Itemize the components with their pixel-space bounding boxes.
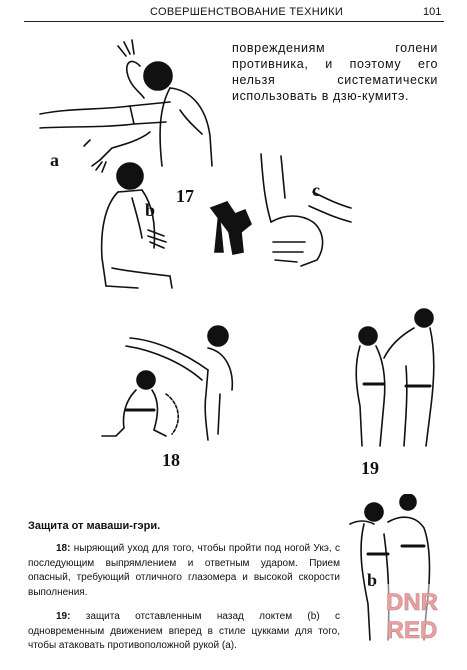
illustration-figure-19 [350,306,440,452]
figure-label-b-lower: b [367,570,378,590]
illustration-figure-18 [96,324,256,450]
paragraph-19: 19: защита отставленным назад локтем (b)… [28,610,340,654]
figure-label-17: 17 [176,186,194,206]
watermark-logo: DNR RED [374,584,450,644]
paragraph-18-text: ныряющий уход для того, чтобы пройти под… [28,543,340,598]
paragraph-19-text: защита отставленным назад локтем (b) с о… [28,611,340,651]
top-paragraph-line: противника, и поэтому его [232,57,438,71]
top-paragraph-line: повреждениям голени [232,41,438,55]
figure-label-a: a [50,150,59,170]
watermark-line2: RED [387,617,438,644]
illustration-figure-b [92,158,192,296]
figure-label-b: b [145,200,156,220]
paragraph-18: 18: ныряющий уход для того, чтобы пройти… [28,542,340,600]
figure-label-19: 19 [361,458,379,478]
top-paragraph-line: использовать в дзю-кумитэ. [232,89,410,103]
top-paragraph-line: нельзя систематически [232,73,438,87]
running-header-title: СОВЕРШЕНСТВОВАНИЕ ТЕХНИКИ [150,6,344,18]
paragraph-18-number: 18: [56,543,71,554]
illustration-figure-17c [205,152,355,284]
figure-label-c: c [312,180,320,200]
illustration-figure-a [30,36,230,176]
watermark-line1: DNR [386,589,438,616]
top-paragraph: повреждениям голени противника, и поэтом… [232,40,438,104]
section-title: Защита от маваши-гэри. [28,520,161,532]
figure-label-18: 18 [162,450,180,470]
header-rule [24,21,444,22]
page-number: 101 [423,6,442,18]
paragraph-19-number: 19: [56,611,71,622]
